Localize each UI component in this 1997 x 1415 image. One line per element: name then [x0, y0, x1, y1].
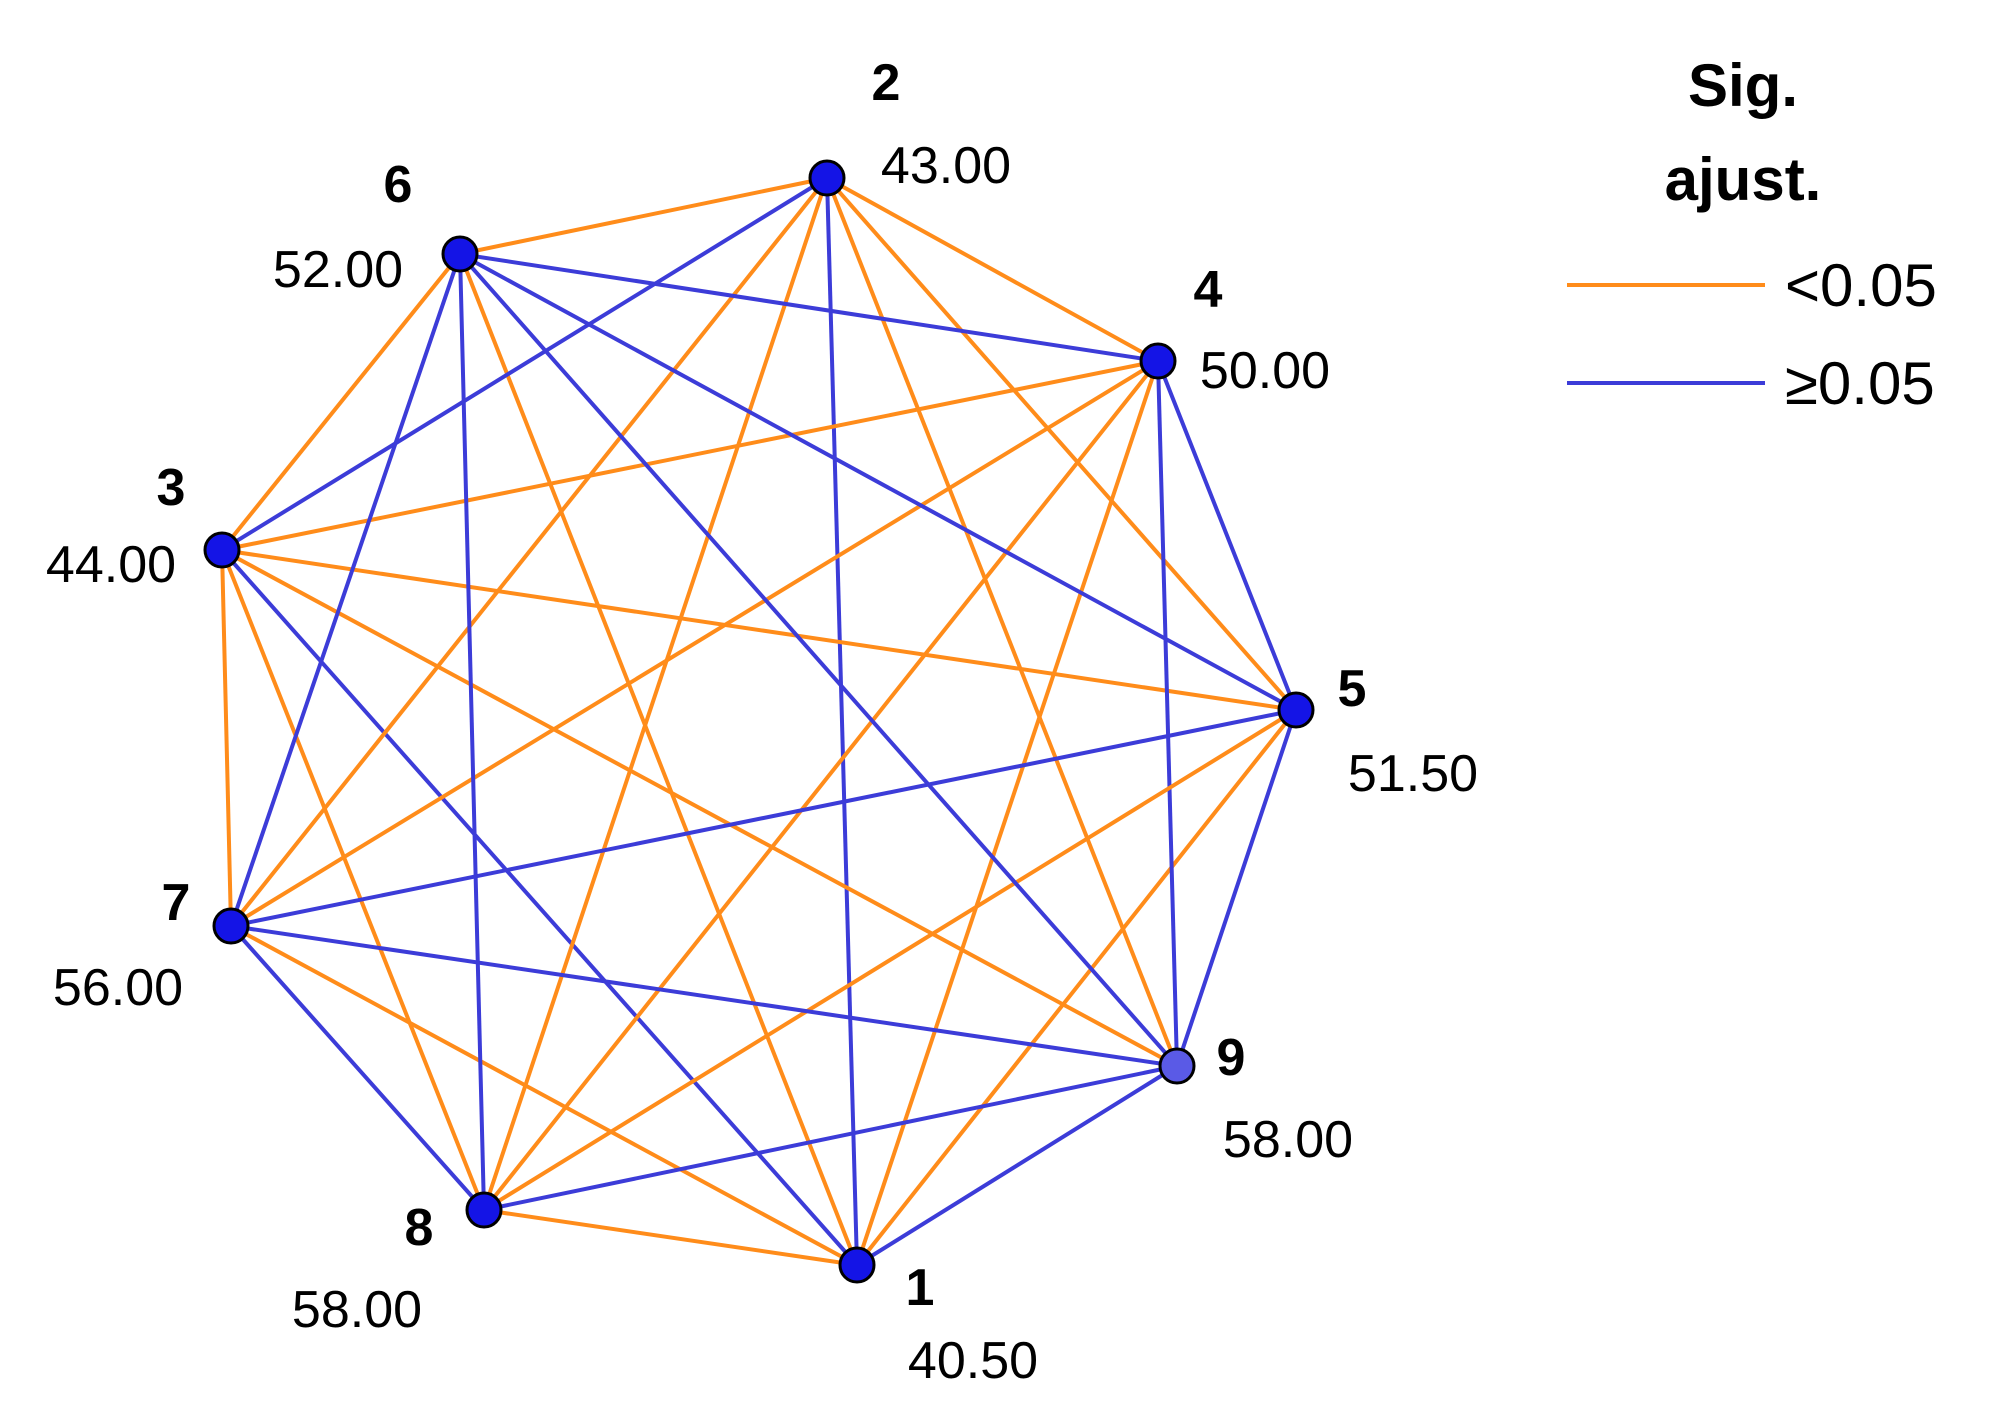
nodes-layer — [203, 159, 1315, 1284]
edge-3-6 — [220, 252, 462, 552]
edge-2-4 — [826, 176, 1159, 363]
edge-5-8 — [482, 708, 1298, 1212]
edge-3-5 — [221, 548, 1297, 712]
node-9 — [1158, 1047, 1196, 1085]
edge-4-7 — [229, 359, 1160, 928]
node-3 — [203, 531, 241, 569]
edge-1-4 — [855, 360, 1160, 1266]
node-6 — [441, 235, 479, 273]
node-1 — [838, 1246, 876, 1284]
node-7-value-label: 56.00 — [53, 959, 183, 1017]
legend-title-line2: ajust. — [1665, 146, 1822, 213]
node-8-value-label: 58.00 — [292, 1281, 422, 1339]
node-4-id-label: 4 — [1194, 261, 1223, 319]
edge-1-3 — [220, 548, 859, 1267]
edge-1-5 — [855, 708, 1298, 1267]
edge-2-8 — [482, 177, 829, 1211]
edge-4-5 — [1156, 360, 1298, 711]
edges-layer — [220, 176, 1298, 1267]
edge-1-6 — [458, 253, 859, 1266]
legend-title-line1: Sig. — [1688, 52, 1798, 119]
node-2 — [808, 159, 846, 197]
legend-label-significant: <0.05 — [1785, 252, 1937, 319]
edge-3-7 — [220, 549, 233, 927]
node-5-value-label: 51.50 — [1348, 745, 1478, 803]
node-4-value-label: 50.00 — [1200, 342, 1330, 400]
edge-2-7 — [229, 176, 829, 928]
node-3-value-label: 44.00 — [46, 536, 176, 594]
edge-3-8 — [220, 549, 486, 1211]
edge-4-6 — [459, 252, 1159, 363]
node-2-value-label: 43.00 — [881, 137, 1011, 195]
node-6-value-label: 52.00 — [273, 241, 403, 299]
edge-3-9 — [221, 548, 1178, 1068]
node-8-id-label: 8 — [405, 1199, 434, 1257]
edge-1-9 — [855, 1064, 1179, 1267]
edge-1-7 — [230, 924, 858, 1267]
legend: Sig. ajust. <0.05 ≥0.05 — [1567, 52, 1937, 417]
node-3-id-label: 3 — [157, 459, 186, 517]
node-1-id-label: 1 — [906, 1259, 935, 1317]
edge-3-4 — [221, 359, 1159, 552]
edge-2-6 — [459, 176, 828, 256]
legend-label-not-significant: ≥0.05 — [1785, 350, 1935, 417]
node-5-id-label: 5 — [1338, 660, 1367, 718]
edge-7-8 — [229, 924, 486, 1212]
node-5 — [1277, 691, 1315, 729]
edge-5-6 — [459, 252, 1297, 712]
edge-7-9 — [230, 924, 1178, 1068]
node-8 — [465, 1191, 503, 1229]
edge-6-7 — [229, 253, 462, 927]
edge-1-8 — [483, 1208, 858, 1267]
node-9-id-label: 9 — [1217, 1029, 1246, 1087]
edge-5-7 — [230, 708, 1297, 928]
edge-6-9 — [458, 252, 1179, 1068]
node-2-id-label: 2 — [872, 54, 901, 112]
edge-2-3 — [220, 176, 829, 552]
edge-2-9 — [825, 177, 1179, 1067]
edge-1-2 — [825, 177, 859, 1266]
node-7-id-label: 7 — [162, 874, 191, 932]
edge-5-9 — [1175, 709, 1298, 1067]
node-1-value-label: 40.50 — [908, 1332, 1038, 1390]
edge-2-5 — [825, 176, 1298, 712]
node-6-id-label: 6 — [384, 156, 413, 214]
edge-8-9 — [483, 1064, 1178, 1212]
node-4 — [1139, 342, 1177, 380]
node-9-value-label: 58.00 — [1223, 1111, 1353, 1169]
edge-6-8 — [458, 253, 486, 1211]
edge-4-8 — [482, 359, 1160, 1212]
node-7 — [212, 907, 250, 945]
labels-layer: 1 40.50 2 43.00 3 44.00 4 50.00 5 51.50 6 52.00 7 56.… — [46, 54, 1478, 1390]
edge-4-9 — [1156, 360, 1179, 1067]
